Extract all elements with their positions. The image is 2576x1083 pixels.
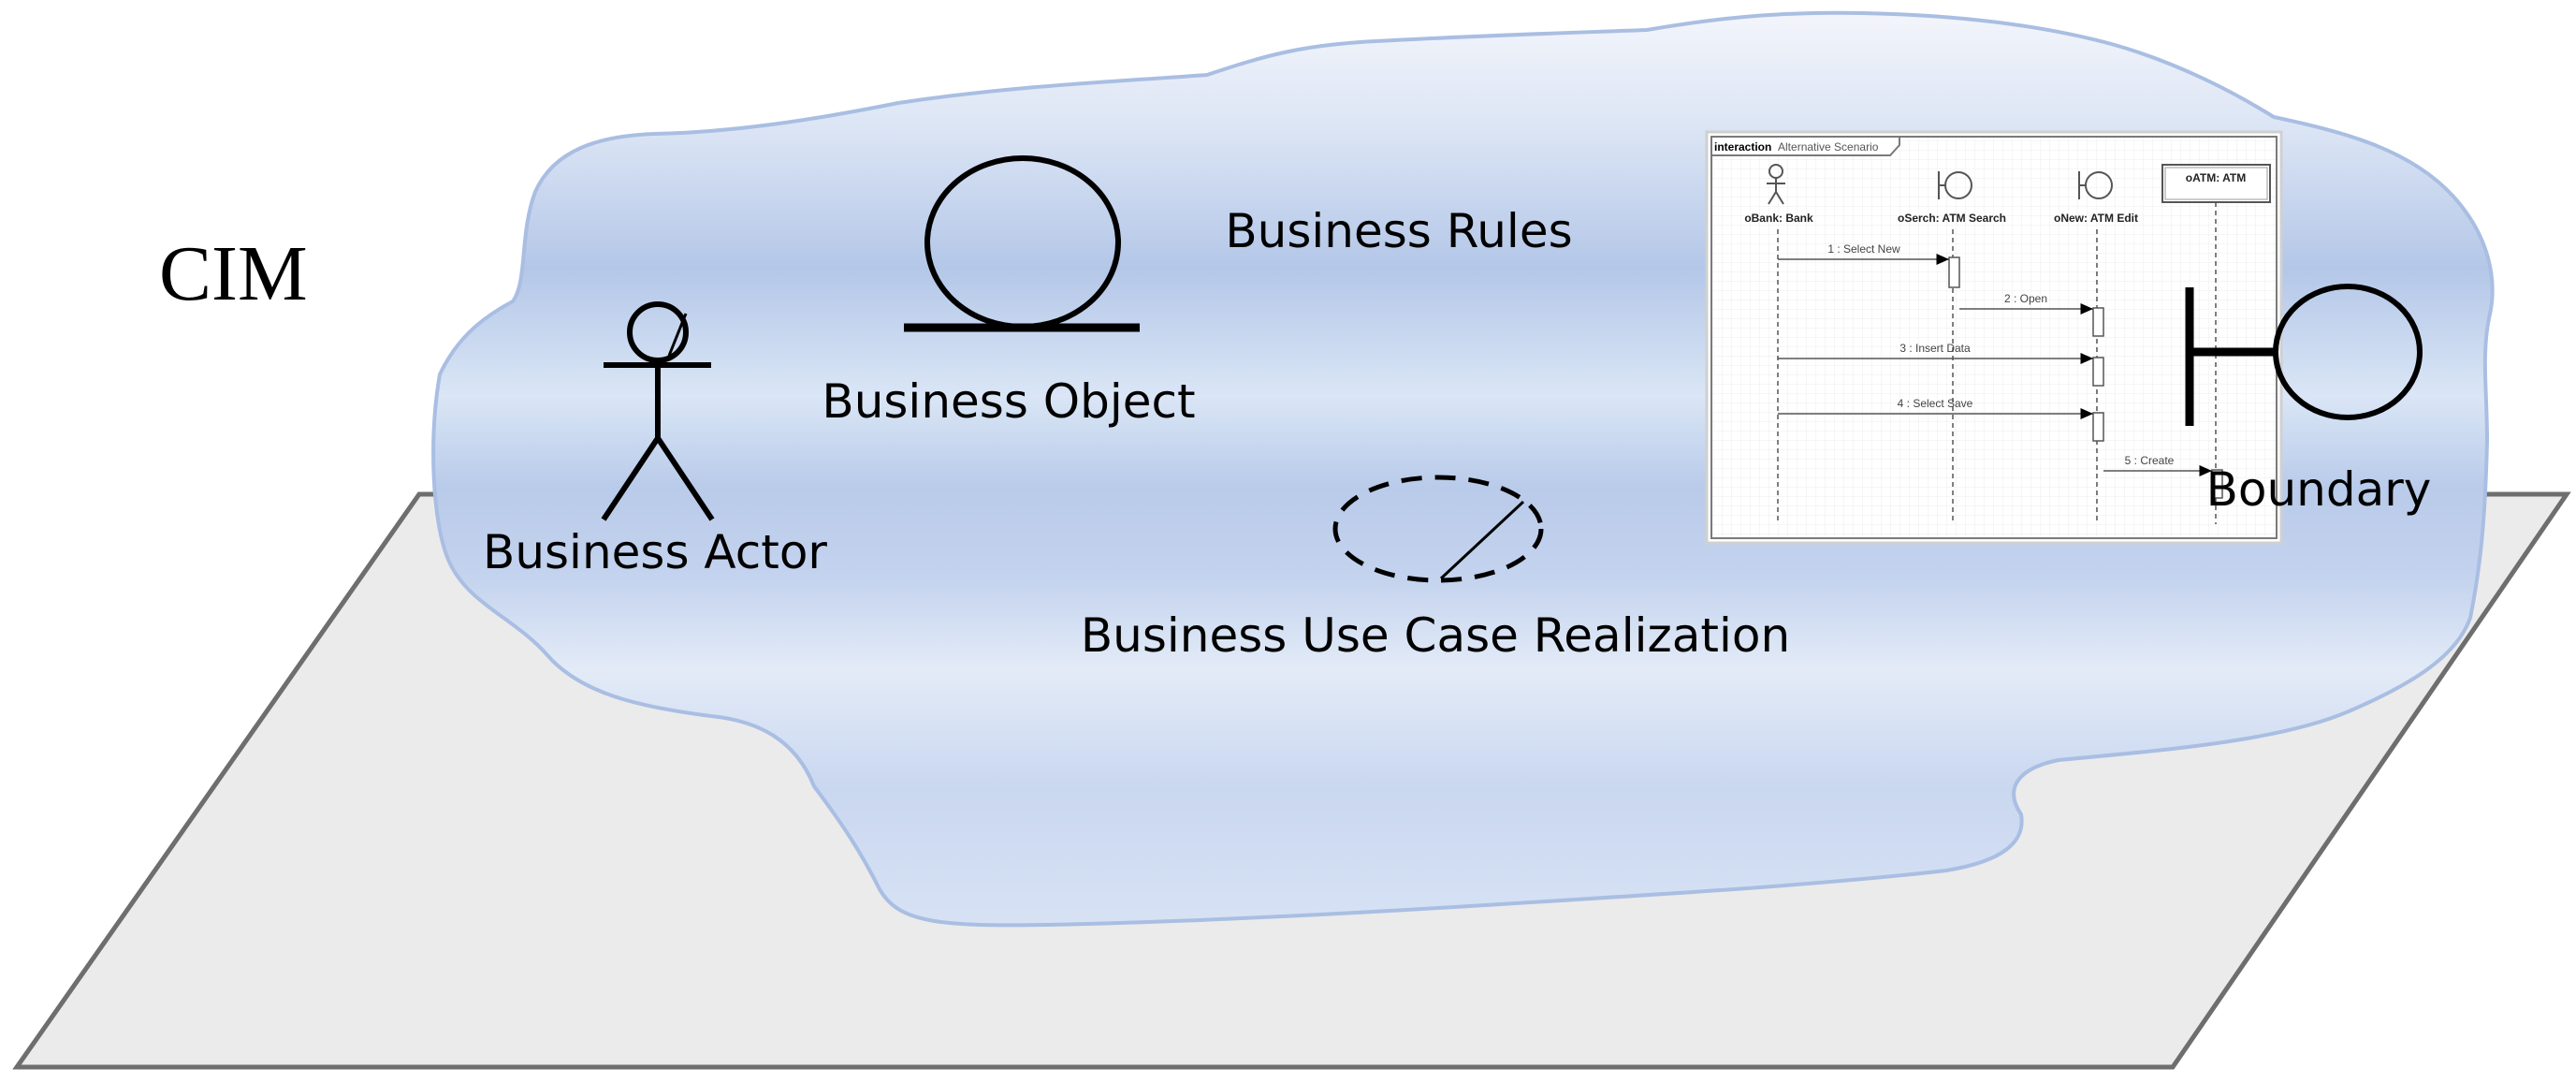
business-object-icon	[904, 155, 1140, 332]
sequence-frame-name: Alternative Scenario	[1778, 140, 1879, 154]
activation-bar	[1948, 256, 1960, 288]
lifeline-boundary-icon	[1938, 171, 1972, 199]
message-label: 1 : Select New	[1827, 242, 1900, 256]
sequence-diagram: interaction Alternative Scenario oBank: …	[1705, 130, 2283, 545]
lifeline-oserch: oSerch: ATM Search	[1898, 171, 2006, 524]
business-use-case-realization-icon	[1332, 475, 1544, 583]
business-actor-icon	[601, 301, 715, 521]
lifeline-name: oATM: ATM	[2186, 171, 2246, 184]
message-2: 2 : Open	[1959, 292, 2093, 315]
message-label: 2 : Open	[2004, 292, 2047, 305]
boundary-icon	[2185, 284, 2423, 426]
activation-bar	[2092, 357, 2104, 387]
lifeline-actor-icon	[1767, 164, 1785, 205]
message-label: 5 : Create	[2125, 454, 2175, 467]
business-object-label: Business Object	[822, 374, 1195, 429]
activation-bar	[2092, 412, 2104, 442]
message-4: 4 : Select Save	[1778, 397, 2093, 419]
activation-bar	[2092, 307, 2104, 337]
lifeline-obank: oBank: Bank	[1744, 164, 1813, 524]
business-rules-label: Business Rules	[1225, 204, 1572, 258]
business-use-case-realization-label: Business Use Case Realization	[1081, 608, 1790, 663]
sequence-frame-keyword: interaction	[1714, 140, 1771, 154]
lifeline-boundary-icon	[2078, 171, 2113, 199]
message-label: 3 : Insert Data	[1899, 342, 1971, 355]
cim-title: CIM	[159, 230, 308, 317]
message-3: 3 : Insert Data	[1778, 342, 2093, 364]
activation-bar	[2211, 469, 2223, 499]
message-label: 4 : Select Save	[1898, 397, 1973, 410]
svg-text:interaction Alternative: interaction Alternative Scenario	[1714, 140, 1879, 154]
lifeline-name: oSerch: ATM Search	[1898, 212, 2006, 225]
lifeline-name: oBank: Bank	[1744, 212, 1813, 225]
business-actor-label: Business Actor	[483, 525, 827, 579]
message-1: 1 : Select New	[1778, 242, 1949, 265]
message-5: 5 : Create	[2103, 454, 2212, 476]
lifeline-name: oNew: ATM Edit	[2054, 212, 2138, 225]
boundary-label: Boundary	[2206, 462, 2432, 517]
lifeline-oatm: oATM: ATM	[2161, 164, 2271, 524]
